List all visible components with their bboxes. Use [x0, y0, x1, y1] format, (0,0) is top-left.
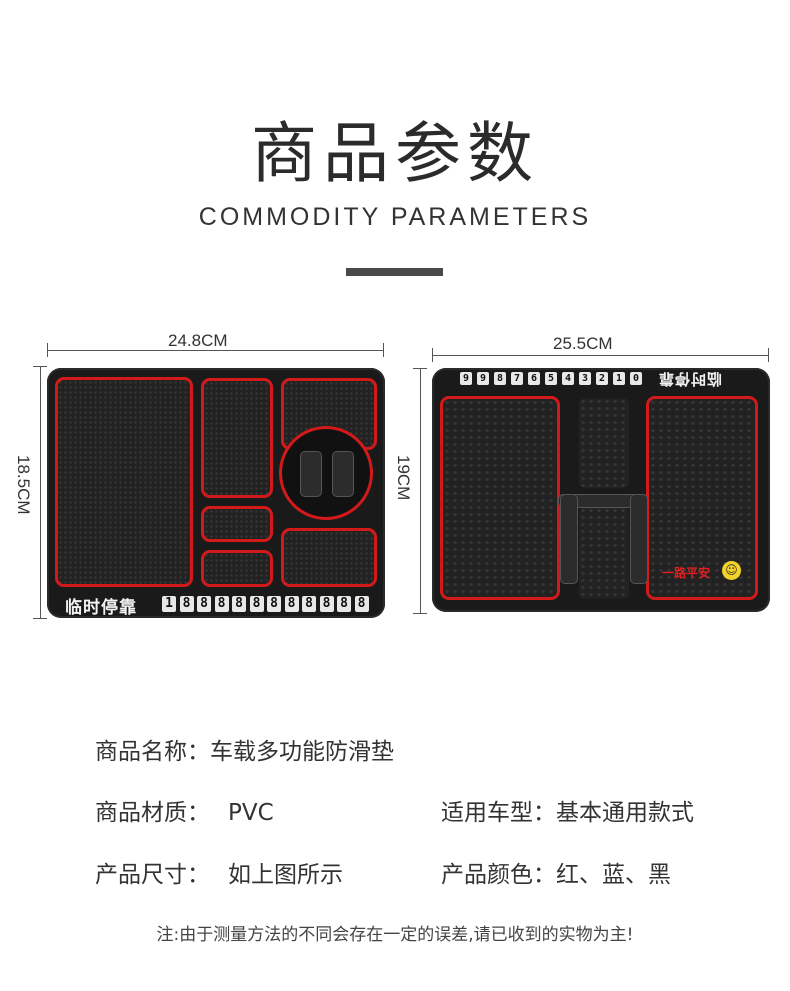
spec-name: 商品名称：车载多功能防滑垫 [95, 732, 394, 766]
left-width-tick-end [383, 343, 384, 357]
parking-digit: 8 [284, 596, 299, 612]
smiley-icon: ☺ [722, 561, 741, 580]
right-mat-center-top-pad [576, 395, 632, 491]
left-width-line [47, 350, 383, 351]
parking-digit: 2 [596, 372, 608, 385]
parking-digit: 8 [179, 596, 194, 612]
left-height-line [40, 366, 41, 618]
right-mat-left-pad [440, 396, 560, 600]
right-height-label: 19CM [394, 455, 413, 501]
parking-digit: 0 [630, 372, 642, 385]
parking-digit: 1 [162, 596, 176, 612]
parking-digit: 9 [477, 372, 489, 385]
holder-clip-right [332, 451, 354, 497]
spec-color-value: 红、蓝、黑 [556, 862, 671, 888]
spec-size-label: 产品尺寸： [95, 862, 210, 888]
spec-vehicle-label: 适用车型： [441, 800, 556, 826]
spec-name-label: 商品名称： [95, 739, 210, 765]
title-divider [346, 268, 443, 276]
right-mat-phone-stand-left [560, 494, 578, 584]
spec-color: 产品颜色：红、蓝、黑 [441, 855, 671, 889]
parking-digit: 6 [528, 372, 540, 385]
parking-digit: 9 [460, 372, 472, 385]
right-width-line [432, 355, 768, 356]
right-width-tick-end [768, 348, 769, 362]
holder-clip-left [300, 451, 322, 497]
parking-digit: 3 [579, 372, 591, 385]
left-mat-large-pad [55, 377, 193, 587]
parking-digit: 8 [267, 596, 281, 612]
spec-name-value: 车载多功能防滑垫 [210, 739, 394, 765]
spec-color-label: 产品颜色： [441, 862, 556, 888]
spec-material: 商品材质： PVC [95, 793, 274, 827]
parking-digit: 8 [494, 372, 506, 385]
right-mat-phone-stand-right [630, 494, 648, 584]
right-width-label: 25.5CM [553, 334, 613, 353]
parking-digit: 8 [197, 596, 211, 612]
phone-holder-ring [279, 426, 373, 520]
left-mat-center-bottom-pad [201, 550, 273, 587]
right-height-tick-start [413, 368, 427, 369]
disclaimer-note: 注:由于测量方法的不同会存在一定的误差,请已收到的实物为主! [156, 925, 634, 945]
parking-digit: 8 [249, 596, 264, 612]
parking-digit: 8 [232, 596, 246, 612]
right-mat-parking-label: 临时停靠 [658, 370, 723, 388]
right-mat-center-bottom-pad [576, 504, 632, 602]
right-width-tick-start [432, 348, 433, 362]
left-height-label: 18.5CM [14, 455, 33, 515]
spec-size: 产品尺寸： 如上图所示 [95, 855, 343, 889]
left-mat-right-bottom-pad [281, 528, 377, 587]
spec-size-value: 如上图所示 [228, 862, 343, 888]
parking-digit: 8 [214, 596, 229, 612]
parking-digit: 5 [545, 372, 557, 385]
parking-digit: 4 [562, 372, 574, 385]
page-subtitle: COMMODITY PARAMETERS [198, 203, 592, 231]
right-mat-badge-text: 一路平安 [662, 566, 711, 580]
page-title: 商品参数 [251, 115, 539, 192]
spec-material-value: PVC [228, 800, 274, 826]
parking-digit: 8 [354, 596, 369, 612]
left-width-tick-start [47, 343, 48, 357]
right-height-tick-end [413, 613, 427, 614]
left-mat-center-top-pad [201, 378, 273, 498]
spec-vehicle: 适用车型：基本通用款式 [441, 793, 694, 827]
parking-digit: 8 [337, 596, 351, 612]
spec-vehicle-value: 基本通用款式 [556, 800, 694, 826]
parking-digit: 7 [511, 372, 523, 385]
parking-digit: 8 [319, 596, 334, 612]
right-height-line [420, 368, 421, 613]
left-height-tick-start [33, 366, 47, 367]
spec-material-label: 商品材质： [95, 800, 210, 826]
left-mat-parking-label: 临时停靠 [65, 598, 137, 618]
left-mat-center-mid-pad [201, 506, 273, 542]
left-width-label: 24.8CM [168, 331, 228, 350]
left-height-tick-end [33, 618, 47, 619]
parking-digit: 1 [613, 372, 625, 385]
parking-digit: 8 [302, 596, 316, 612]
